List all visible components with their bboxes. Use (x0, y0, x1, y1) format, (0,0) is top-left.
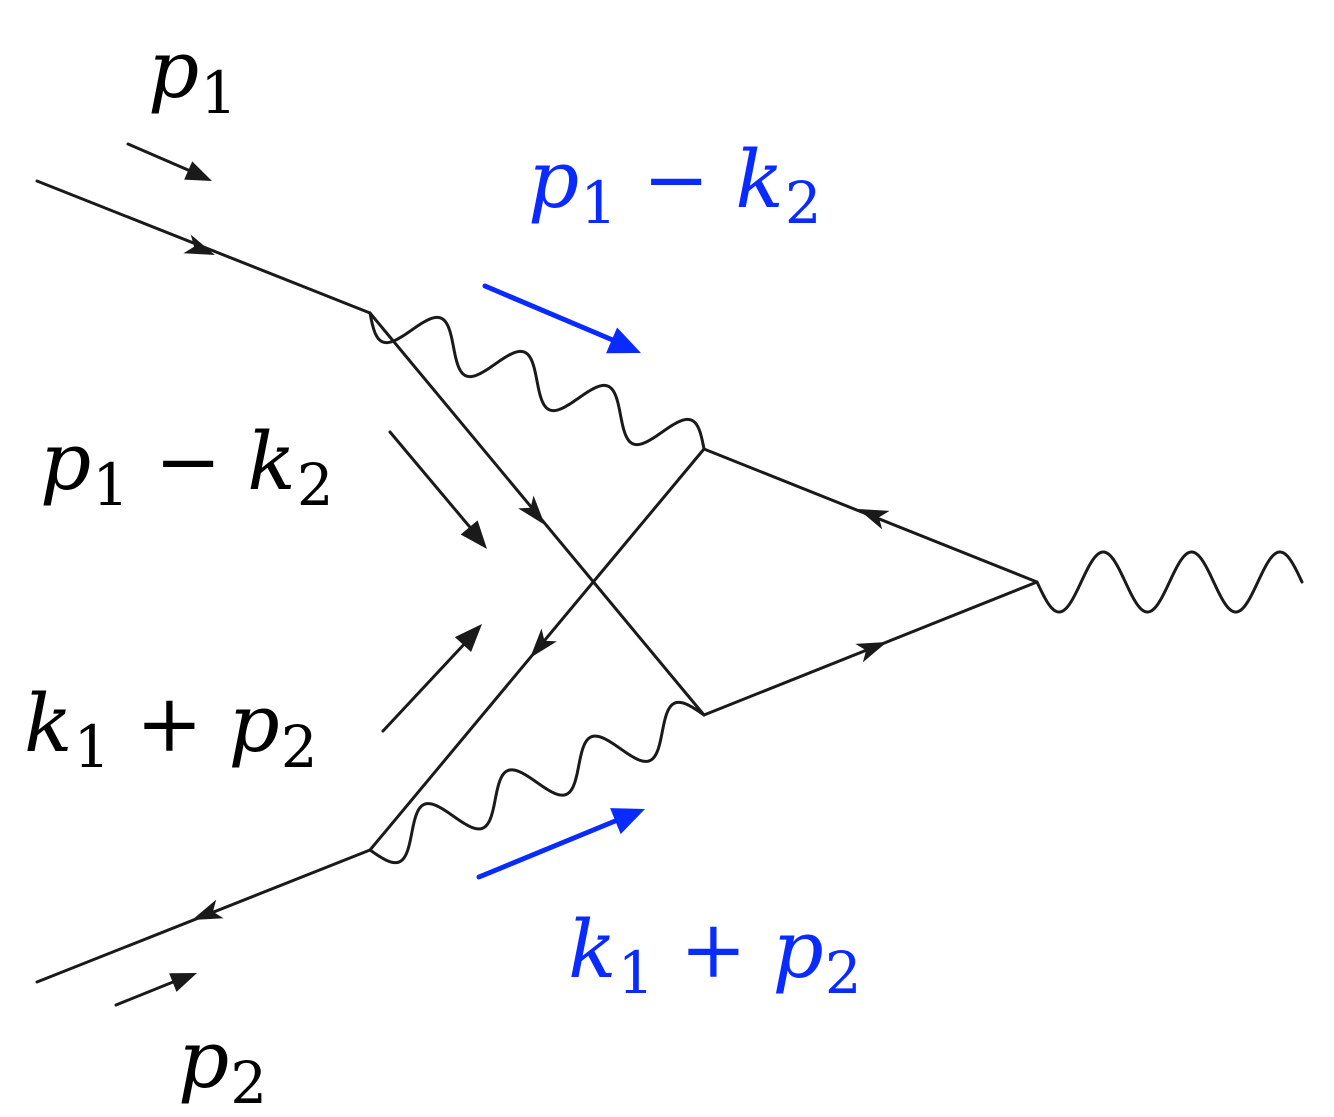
photon-outgoing (1035, 550, 1304, 614)
blue-lower-a-sub: 1 (617, 940, 655, 1008)
label-p1-var: p (148, 23, 200, 116)
momentum-arrow-left-upper-head (460, 520, 487, 549)
blue-upper-b-var: k (735, 133, 784, 226)
left-upper-b-sub: 2 (296, 452, 334, 520)
left-upper-b-var: k (247, 415, 296, 508)
blue-lower-b-sub: 2 (824, 940, 862, 1008)
fermion-right-upper-arrow (858, 509, 890, 530)
label-left-upper-momentum: p1−k2 (40, 422, 334, 515)
label-p1-sub: 1 (200, 60, 238, 128)
blue-momentum-arrow-upper-head (606, 327, 641, 354)
blue-lower-b-var: p (772, 903, 824, 996)
blue-upper-op: − (642, 133, 710, 226)
incoming-fermion-p1-arrow (183, 234, 215, 255)
momentum-arrow-p1 (126, 142, 197, 175)
left-lower-b-var: p (228, 677, 280, 770)
left-lower-a-var: k (24, 677, 73, 770)
left-lower-op: + (135, 677, 203, 770)
label-blue-upper-momentum: p1−k2 (528, 140, 822, 233)
label-p2-var: p (178, 1013, 230, 1106)
momentum-arrow-left-upper (388, 430, 476, 534)
momentum-arrow-left-lower (381, 638, 470, 733)
left-lower-b-sub: 2 (280, 714, 318, 782)
label-p1: p1 (148, 30, 237, 123)
momentum-arrow-p2 (114, 978, 180, 1007)
momentum-arrow-p1-head (184, 161, 212, 181)
photon-lower (368, 700, 706, 865)
momentum-arrow-p2-head (169, 973, 197, 992)
blue-lower-a-var: k (568, 903, 617, 996)
blue-momentum-arrow-lower-head (610, 808, 645, 835)
fermion-upper-right-arrow (530, 628, 557, 658)
blue-momentum-arrow-upper (482, 283, 618, 344)
left-lower-a-sub: 1 (73, 714, 111, 782)
blue-upper-a-var: p (528, 133, 580, 226)
photon-upper (368, 311, 706, 451)
left-upper-op: − (154, 415, 222, 508)
fermion-right-lower-arrow (855, 642, 887, 663)
label-p2-sub: 2 (230, 1050, 268, 1117)
label-left-lower-momentum: k1+p2 (24, 684, 318, 777)
left-upper-a-sub: 1 (92, 452, 130, 520)
label-p2: p2 (178, 1020, 267, 1113)
outgoing-fermion-p2-arrow (192, 899, 224, 920)
blue-momentum-arrow-lower (476, 816, 623, 880)
label-blue-lower-momentum: k1+p2 (568, 910, 862, 1003)
left-upper-a-var: p (40, 415, 92, 508)
blue-upper-a-sub: 1 (580, 170, 618, 238)
momentum-arrow-left-lower-head (454, 624, 482, 653)
blue-upper-b-sub: 2 (784, 170, 822, 238)
blue-lower-op: + (679, 903, 747, 996)
fermion-upper-left-arrow (518, 495, 545, 525)
